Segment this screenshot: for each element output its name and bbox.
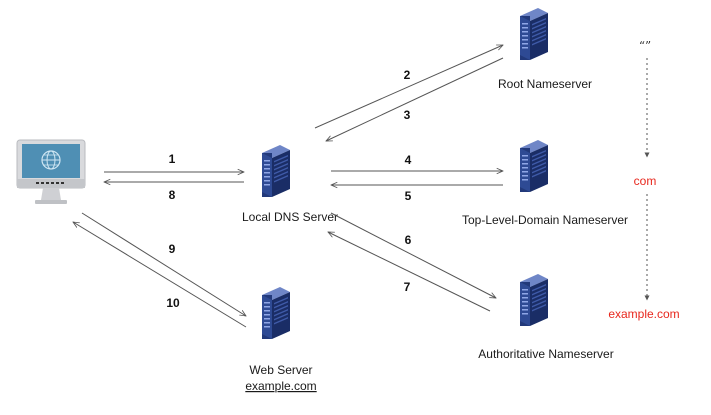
arrow-step-7 [328,232,491,312]
arrow-step-6 [330,212,496,298]
step-number: 7 [404,280,411,294]
authoritative-nameserver-label: Authoritative Nameserver [478,347,613,361]
step-number: 8 [169,188,176,202]
arrow-step-9 [81,212,246,316]
tld-nameserver-label: Top-Level-Domain Nameserver [462,213,628,227]
arrow-step-10 [73,222,247,328]
computer-icon [16,139,86,204]
tld-zone-label: com [634,174,657,188]
domain-zone-label: example.com [608,307,679,321]
server-icon [520,8,548,60]
step-number: 1 [169,152,176,166]
step-number: 3 [404,108,411,122]
root-nameserver-label: Root Nameserver [498,77,592,91]
server-icon [262,287,290,339]
server-icon [262,145,290,197]
root-zone-label: “” [639,39,651,53]
step-number: 9 [169,242,176,256]
step-number: 6 [405,233,412,247]
server-icon [520,274,548,326]
web-server-domain: example.com [245,379,316,393]
web-server-label: Web Server [249,363,312,377]
arrow-step-2 [314,44,503,129]
server-icon [520,140,548,192]
arrow-step-3 [326,57,504,142]
step-number: 2 [404,68,411,82]
step-number: 4 [405,153,412,167]
local-dns-label: Local DNS Server [242,210,338,224]
step-number: 10 [166,296,180,310]
step-number: 5 [405,189,412,203]
